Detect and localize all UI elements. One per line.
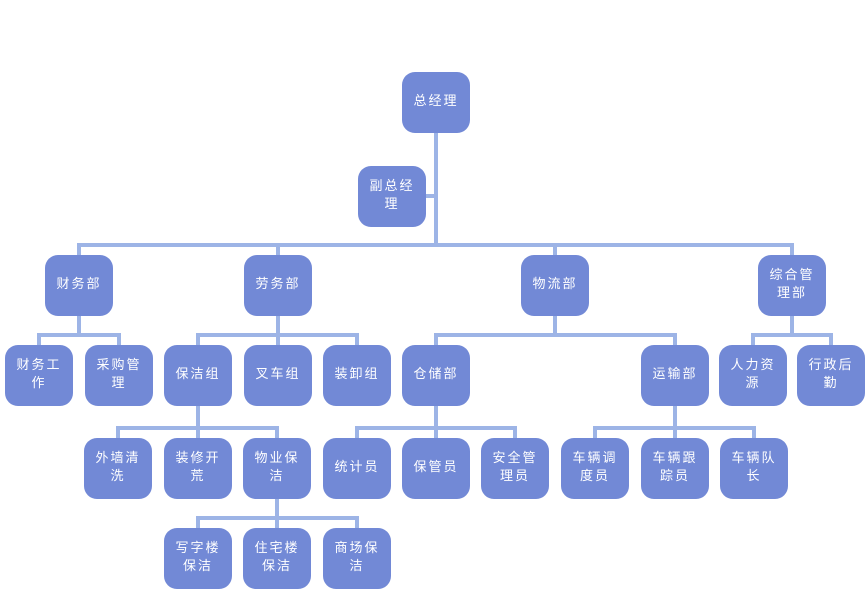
connector-line: [513, 425, 517, 440]
org-node-cleaning[interactable]: 保洁组: [164, 344, 232, 406]
org-node-label: 财务部: [56, 277, 102, 292]
org-node-label: 统计员: [334, 460, 380, 475]
connector-line: [593, 425, 597, 440]
connector-line: [276, 313, 280, 337]
org-node-dispatcher[interactable]: 车辆调度员: [561, 437, 629, 499]
org-node-fleet_leader[interactable]: 车辆队长: [720, 437, 788, 499]
org-node-label: 叉车组: [255, 367, 301, 382]
connector-line: [790, 313, 794, 337]
org-node-labor[interactable]: 劳务部: [244, 254, 312, 316]
org-node-label: 车辆队长: [731, 451, 777, 484]
connector-line: [196, 515, 200, 530]
org-node-warehouse[interactable]: 仓储部: [402, 344, 470, 406]
connector-line: [196, 403, 200, 430]
connector-line: [37, 332, 41, 347]
connector-line: [355, 515, 359, 530]
connector-line: [752, 425, 756, 440]
org-node-label: 安全管理员: [492, 451, 538, 484]
org-node-dgm[interactable]: 副总经理: [358, 165, 426, 227]
connector-line: [355, 425, 359, 440]
org-node-label: 运输部: [652, 367, 698, 382]
org-node-label: 保管员: [413, 460, 459, 475]
org-node-label: 住宅楼保洁: [254, 541, 300, 574]
org-node-safety_admin[interactable]: 安全管理员: [481, 437, 549, 499]
connector-line: [275, 496, 279, 520]
org-node-residential_clean[interactable]: 住宅楼保洁: [243, 527, 311, 589]
connector-line: [673, 332, 677, 347]
org-node-mall_clean[interactable]: 商场保洁: [323, 527, 391, 589]
org-node-label: 车辆跟踪员: [652, 451, 698, 484]
connector-line: [434, 332, 677, 337]
connector-line: [751, 332, 755, 347]
org-node-logistics[interactable]: 物流部: [521, 254, 589, 316]
org-node-label: 行政后勤: [808, 358, 854, 391]
org-node-finance_work[interactable]: 财务工作: [5, 344, 73, 406]
org-node-label: 综合管理部: [769, 268, 815, 301]
org-node-statistician[interactable]: 统计员: [323, 437, 391, 499]
connector-line: [196, 332, 200, 347]
connector-line: [117, 332, 121, 347]
org-node-label: 总经理: [413, 94, 459, 109]
connector-line: [116, 425, 120, 440]
connector-line: [77, 313, 81, 337]
connector-line: [751, 332, 833, 337]
org-node-tracker[interactable]: 车辆跟踪员: [641, 437, 709, 499]
connector-line: [275, 425, 279, 440]
org-node-label: 物流部: [532, 277, 578, 292]
org-node-label: 采购管理: [96, 358, 142, 391]
connector-line: [553, 242, 557, 257]
org-node-label: 仓储部: [413, 367, 459, 382]
org-node-storekeeper[interactable]: 保管员: [402, 437, 470, 499]
org-node-label: 外墙清洗: [95, 451, 141, 484]
org-node-label: 物业保洁: [254, 451, 300, 484]
connector-line: [434, 332, 438, 347]
org-node-office_clean[interactable]: 写字楼保洁: [164, 527, 232, 589]
org-node-label: 财务工作: [16, 358, 62, 391]
org-node-label: 装卸组: [334, 367, 380, 382]
connector-line: [37, 332, 121, 337]
connector-line: [276, 332, 280, 347]
org-node-label: 装修开荒: [175, 451, 221, 484]
org-node-hr[interactable]: 人力资源: [719, 344, 787, 406]
connector-line: [673, 425, 677, 440]
connector-line: [673, 403, 677, 430]
org-node-transport[interactable]: 运输部: [641, 344, 709, 406]
connector-line: [434, 403, 438, 430]
org-node-finance[interactable]: 财务部: [45, 254, 113, 316]
org-node-procurement[interactable]: 采购管理: [85, 344, 153, 406]
org-node-property_clean[interactable]: 物业保洁: [243, 437, 311, 499]
org-node-label: 保洁组: [175, 367, 221, 382]
org-node-label: 商场保洁: [334, 541, 380, 574]
org-node-forklift[interactable]: 叉车组: [244, 344, 312, 406]
connector-line: [355, 332, 359, 347]
org-node-loading[interactable]: 装卸组: [323, 344, 391, 406]
connector-line: [275, 515, 279, 530]
org-node-admin[interactable]: 综合管理部: [758, 254, 826, 316]
org-node-label: 人力资源: [730, 358, 776, 391]
org-node-label: 车辆调度员: [572, 451, 618, 484]
org-node-label: 写字楼保洁: [175, 541, 221, 574]
org-node-label: 劳务部: [255, 277, 301, 292]
connector-line: [196, 425, 200, 440]
connector-line: [276, 242, 280, 257]
connector-line: [434, 130, 438, 247]
org-node-admin_support[interactable]: 行政后勤: [797, 344, 865, 406]
connector-line: [426, 194, 438, 198]
connector-line: [77, 242, 794, 247]
org-node-wall_clean[interactable]: 外墙清洗: [84, 437, 152, 499]
connector-line: [434, 425, 438, 440]
connector-line: [77, 242, 81, 257]
org-node-gm[interactable]: 总经理: [402, 71, 470, 133]
connector-line: [829, 332, 833, 347]
connector-line: [553, 313, 557, 337]
org-node-label: 副总经理: [369, 179, 415, 212]
org-node-renovation[interactable]: 装修开荒: [164, 437, 232, 499]
connector-line: [790, 242, 794, 257]
